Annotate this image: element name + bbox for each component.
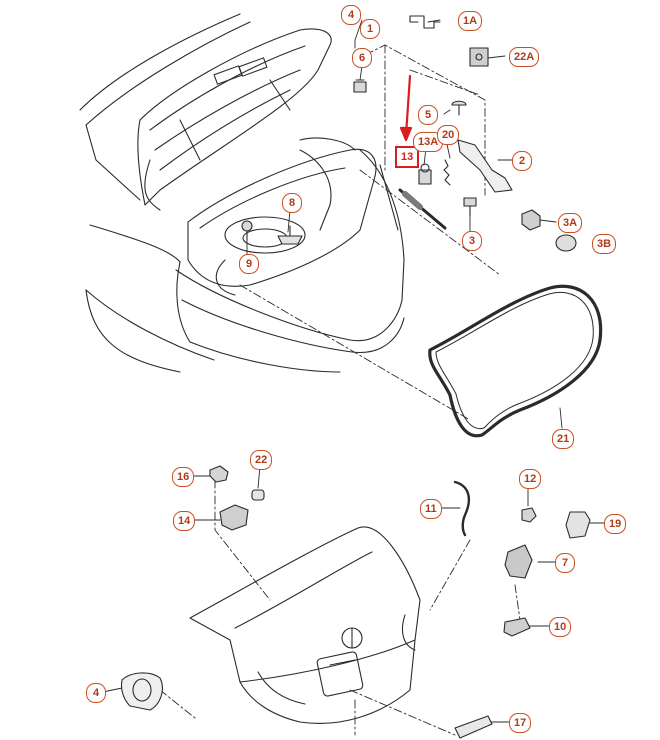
- clip-5-icon: [451, 100, 467, 116]
- callout-3B[interactable]: 3B: [592, 234, 617, 254]
- cover-19-icon: [565, 511, 591, 539]
- bolt-9-icon: [241, 220, 253, 241]
- callout-19[interactable]: 19: [604, 514, 627, 534]
- bolt-3-icon: [463, 197, 477, 217]
- spring-20-icon: [443, 159, 451, 186]
- callout-4-top[interactable]: 4: [341, 5, 361, 25]
- callout-10[interactable]: 10: [549, 617, 572, 637]
- gas-strut-13-icon: [398, 188, 447, 230]
- trunk-seal-21: [428, 284, 603, 438]
- nut-12-icon: [521, 507, 537, 523]
- bolt-8-icon: [277, 225, 303, 245]
- callout-7[interactable]: 7: [555, 553, 575, 573]
- callout-16[interactable]: 16: [172, 467, 195, 487]
- cap-3B-icon: [555, 234, 577, 252]
- callout-11[interactable]: 11: [420, 499, 442, 519]
- screw-6-icon: [353, 79, 367, 93]
- callout-21[interactable]: 21: [552, 429, 575, 449]
- nut-16-icon: [209, 465, 229, 483]
- callout-2[interactable]: 2: [512, 151, 532, 171]
- car-rear-body: [79, 13, 405, 373]
- ball-stud-13A-icon: [418, 163, 432, 185]
- catch-10-icon: [503, 617, 531, 637]
- bracket-1A-icon: [409, 15, 441, 29]
- hinge-2-icon: [457, 139, 513, 193]
- callout-13-highlighted[interactable]: 13: [395, 146, 420, 168]
- callout-12[interactable]: 12: [519, 469, 542, 489]
- trunk-opening: [187, 137, 377, 296]
- callout-5[interactable]: 5: [418, 105, 438, 125]
- callout-17[interactable]: 17: [509, 713, 532, 733]
- callout-13A[interactable]: 13A: [413, 132, 444, 152]
- pad-22A-icon: [469, 47, 489, 67]
- callout-14[interactable]: 14: [173, 511, 196, 531]
- callout-6[interactable]: 6: [352, 48, 372, 68]
- lock-7-icon: [504, 544, 533, 579]
- nut-3A-icon: [521, 209, 541, 231]
- callout-1A[interactable]: 1A: [458, 11, 483, 31]
- callout-1[interactable]: 1: [360, 19, 380, 39]
- callout-3A[interactable]: 3A: [558, 213, 583, 233]
- callout-20[interactable]: 20: [437, 125, 460, 145]
- callout-3[interactable]: 3: [462, 231, 482, 251]
- trunk-lid-open: [137, 28, 332, 206]
- lamp-holder-14-icon: [219, 504, 249, 531]
- red-down-arrow-icon: [399, 74, 413, 142]
- callout-9[interactable]: 9: [239, 254, 259, 274]
- bulb-22-icon: [251, 489, 265, 501]
- callout-22A[interactable]: 22A: [509, 47, 540, 67]
- callout-4-bottom[interactable]: 4: [86, 683, 106, 703]
- callout-leaders: [102, 19, 605, 723]
- callout-22[interactable]: 22: [250, 450, 273, 470]
- trunk-lid-closed: [189, 526, 421, 724]
- callout-8[interactable]: 8: [282, 193, 302, 213]
- cable-11-icon: [453, 480, 471, 537]
- trim-17-icon: [454, 715, 493, 739]
- lamp-4-icon: [120, 672, 163, 711]
